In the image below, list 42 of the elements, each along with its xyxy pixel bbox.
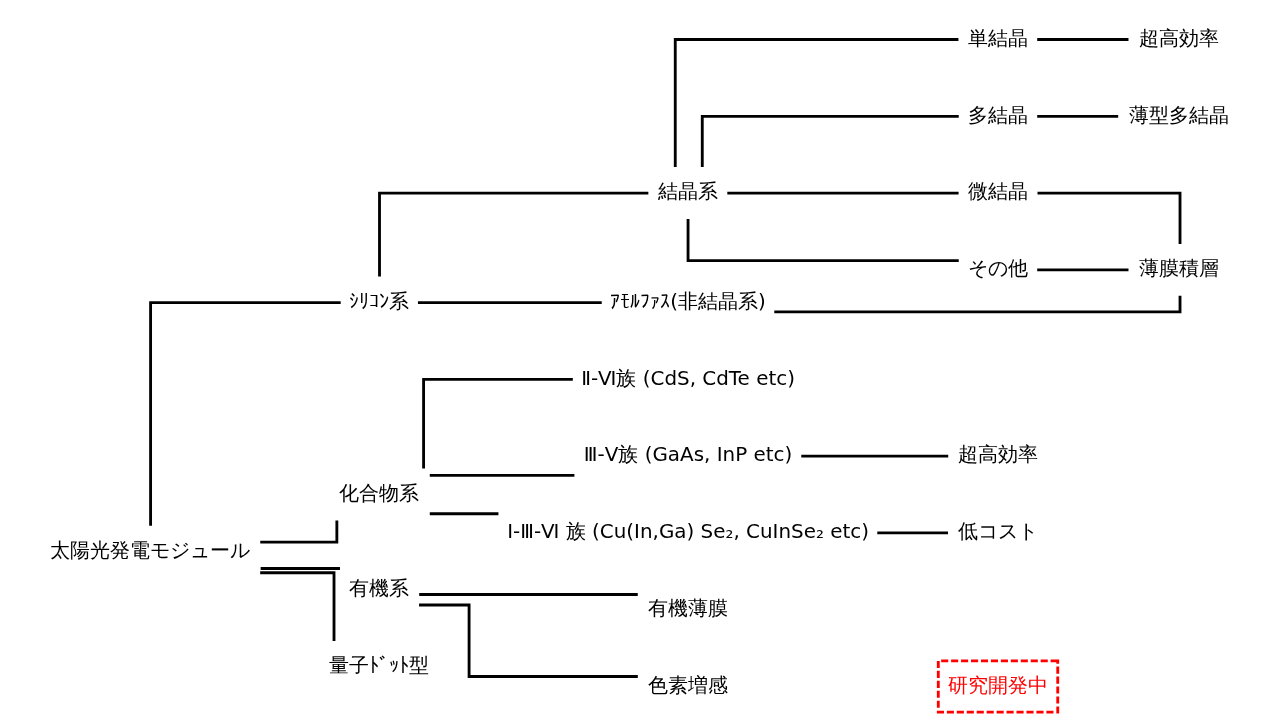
node-text: 有機系 [349,577,410,601]
node-text: 薄膜積層 [1138,257,1219,281]
connector [419,593,638,596]
node-text: Ⅲ-Ⅴ族 (GaAs, InP etc) [583,443,793,467]
connector [1037,38,1129,41]
connector [673,38,959,168]
node-text: 微結晶 [968,180,1029,204]
connector [419,603,638,678]
node-text: 多結晶 [968,103,1029,127]
connector [1037,114,1119,118]
connector [1037,268,1129,272]
connector [727,191,959,195]
node-text: その他 [968,257,1029,281]
node-text: 低コスト [958,520,1039,544]
node-text: 化合物系 [339,481,420,505]
connector [429,512,499,516]
node-text: 有機薄膜 [648,596,729,620]
node-text: 単結晶 [968,26,1029,50]
node-text: 結晶系 [658,180,719,204]
connector [260,567,340,570]
connector [149,301,341,526]
node-text: ｱﾓﾙﾌｧｽ(非結晶系) [610,289,766,313]
node-text: Ⅰ-Ⅲ-Ⅵ 族 (Cu(In,Ga) Se₂, CuInSe₂ etc) [507,520,869,544]
connector [378,191,649,277]
connector [1037,191,1182,244]
node-text: Ⅱ-Ⅵ族 (CdS, CdTe etc) [581,366,795,390]
node-text: ｼﾘｺﾝ系 [349,289,410,313]
connector [801,454,949,458]
node-text: 量子ﾄﾞｯﾄ型 [329,653,430,677]
legend-label: 研究開発中 [948,673,1049,697]
node-text: 超高効率 [958,443,1039,467]
connector [422,377,573,469]
node-text: 薄型多結晶 [1128,103,1229,127]
connector [877,531,948,535]
node-text: 太陽光発電モジュール [49,538,250,562]
connector [417,301,602,304]
node-text: 色素増感 [648,673,729,697]
connector [700,114,959,168]
connector [686,219,959,263]
connector [260,571,336,641]
node-text: 超高効率 [1138,26,1219,50]
connector [429,473,575,477]
